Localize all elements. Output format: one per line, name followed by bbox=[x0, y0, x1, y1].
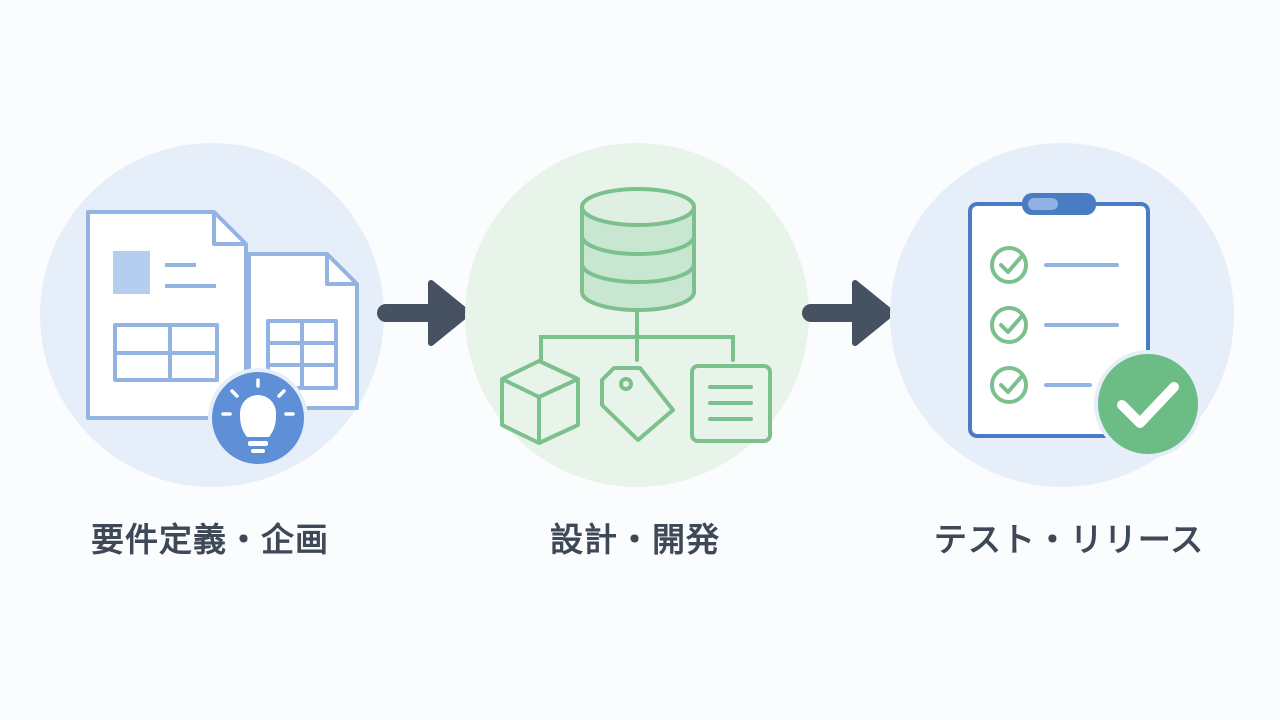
database-icon bbox=[580, 187, 696, 312]
document-list-icon bbox=[690, 364, 772, 443]
step-3-illustration bbox=[890, 143, 1234, 487]
document-icon bbox=[86, 210, 248, 420]
tree-connectors bbox=[539, 308, 735, 362]
arrow-2 bbox=[802, 280, 895, 346]
step-3-label: テスト・リリース bbox=[933, 520, 1205, 559]
step-1-illustration bbox=[40, 143, 384, 487]
cube-icon bbox=[500, 359, 580, 445]
check-badge-icon bbox=[1094, 350, 1202, 458]
lightbulb-icon bbox=[208, 368, 308, 468]
step-1-label: 要件定義・企画 bbox=[91, 520, 329, 559]
step-2-label: 設計・開発 bbox=[550, 520, 720, 559]
step-2-illustration bbox=[465, 143, 809, 487]
tag-icon bbox=[600, 366, 675, 442]
arrow-1 bbox=[377, 280, 471, 346]
